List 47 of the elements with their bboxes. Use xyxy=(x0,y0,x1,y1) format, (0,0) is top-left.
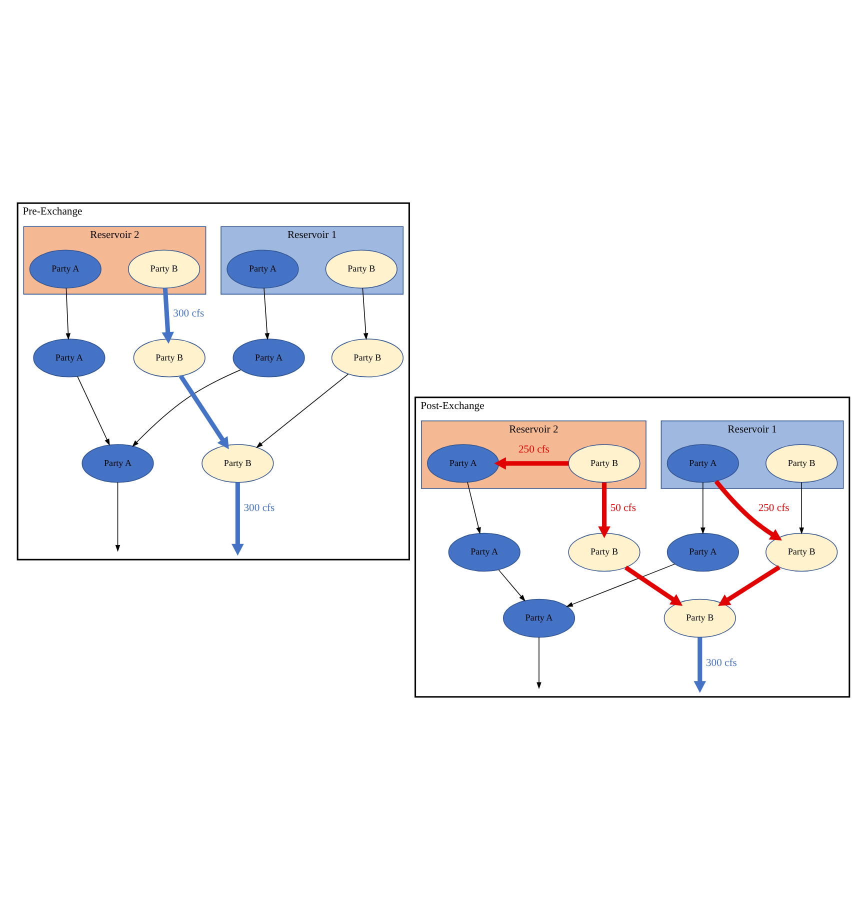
arrow xyxy=(566,564,676,607)
arrow xyxy=(799,482,804,534)
arrow xyxy=(256,374,349,448)
node-ellipse: Party B xyxy=(568,444,640,483)
arrow xyxy=(598,482,610,538)
node-ellipse: Party A xyxy=(666,532,739,572)
arrow xyxy=(467,482,481,534)
node-ellipse: Party B xyxy=(202,444,274,483)
arrow xyxy=(264,288,270,340)
edge-label: 300 cfs xyxy=(706,658,737,669)
edge-label: 250 cfs xyxy=(518,444,550,456)
arrow xyxy=(494,457,569,470)
node-ellipse: Party B xyxy=(766,444,838,483)
arrow xyxy=(718,565,780,606)
arrow xyxy=(178,374,229,450)
node-ellipse: Party B xyxy=(128,250,200,288)
arrow xyxy=(132,369,241,447)
node-ellipse: Party A xyxy=(82,444,154,483)
node-ellipse: Party A xyxy=(427,444,500,483)
arrow xyxy=(536,636,542,690)
arrow xyxy=(77,376,110,446)
node-ellipse: Party A xyxy=(226,250,299,288)
edge-label: 300 cfs xyxy=(244,503,275,514)
node-ellipse: Party A xyxy=(232,338,305,378)
node-ellipse: Party A xyxy=(29,250,102,288)
arrow xyxy=(694,637,706,693)
arrow xyxy=(700,482,706,534)
edge-label: 250 cfs xyxy=(758,503,790,514)
arrow xyxy=(362,288,368,340)
node-ellipse: Party B xyxy=(325,250,398,288)
arrow xyxy=(498,570,526,602)
edge-label: 300 cfs xyxy=(173,308,204,320)
node-ellipse: Party B xyxy=(133,338,206,378)
arrow xyxy=(162,288,174,344)
edge-label: 50 cfs xyxy=(610,503,636,514)
node-ellipse: Party A xyxy=(666,444,739,483)
arrow xyxy=(714,480,782,541)
node-ellipse: Party A xyxy=(448,532,520,572)
arrow xyxy=(115,482,120,552)
node-ellipse: Party A xyxy=(33,338,106,378)
node-ellipse: Party B xyxy=(568,532,640,572)
node-ellipse: Party B xyxy=(331,338,404,378)
node-ellipse: Party B xyxy=(766,532,838,572)
arrow xyxy=(66,288,71,340)
arrow xyxy=(624,566,683,606)
node-ellipse: Party B xyxy=(664,598,736,638)
arrow xyxy=(232,482,244,556)
